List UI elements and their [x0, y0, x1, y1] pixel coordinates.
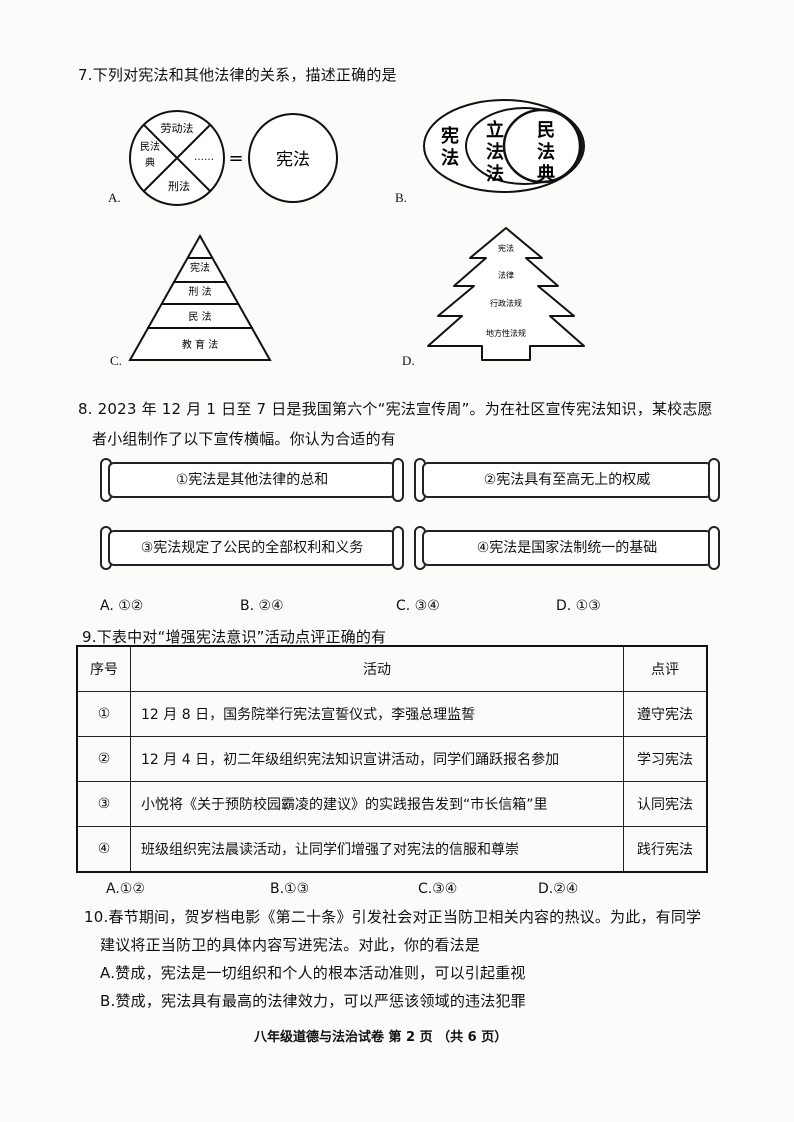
b-middle-1: 立	[486, 119, 504, 141]
criminal-law-label: 刑法	[168, 179, 190, 193]
q7-a-diagram: 劳动法 民法 典 …… 刑法 = 宪法	[129, 110, 338, 206]
row-comment: 践行宪法	[623, 826, 708, 873]
b-inner-2: 法	[537, 141, 555, 163]
banner-2-text: ②宪法具有至高无上的权威	[483, 472, 651, 488]
row-number: ②	[76, 736, 131, 782]
banner-2: ②宪法具有至高无上的权威	[414, 458, 720, 502]
banner-4: ④宪法是国家法制统一的基础	[414, 526, 720, 570]
q9-option-b[interactable]: B.①③	[270, 881, 310, 897]
q8-option-c[interactable]: C. ③④	[396, 598, 440, 614]
row-comment: 认同宪法	[623, 781, 708, 827]
b-middle-3: 法	[486, 163, 504, 185]
q9-activity-table: 序号 活动 点评 ① 12 月 8 日，国务院举行宪法宣誓仪式，李强总理监誓 遵…	[76, 645, 708, 873]
row-number: ④	[76, 826, 131, 873]
row-number: ①	[76, 691, 131, 737]
q7-option-b-label: B.	[395, 190, 407, 205]
header-comment: 点评	[623, 645, 708, 692]
q9-stem: 9.下表中对“增强宪法意识”活动点评正确的有	[82, 628, 387, 646]
q7-option-c-label: C.	[110, 353, 122, 368]
table-row: ④ 班级组织宪法晨读活动，让同学们增强了对宪法的信服和尊崇 践行宪法	[76, 826, 708, 873]
q8-stem-line1: 8. 2023 年 12 月 1 日至 7 日是我国第六个“宪法宣传周”。为在社…	[78, 400, 713, 418]
q10-stem-line2: 建议将正当防卫的具体内容写进宪法。对此，你的看法是	[100, 936, 481, 954]
row-number: ③	[76, 781, 131, 827]
header-activity: 活动	[130, 645, 624, 692]
row-activity: 班级组织宪法晨读活动，让同学们增强了对宪法的信服和尊崇	[130, 826, 624, 873]
b-outer-2: 法	[441, 147, 459, 169]
b-inner-1: 民	[537, 120, 555, 141]
pyramid-level-4: 教 育 法	[182, 338, 218, 351]
q7-b-diagram: 宪 法 立 法 法 民 法 典	[423, 99, 585, 193]
b-middle-2: 法	[486, 141, 504, 163]
row-comment: 遵守宪法	[623, 691, 708, 737]
table-row: ② 12 月 4 日，初二年级组织宪法知识宣讲活动，同学们踊跃报名参加 学习宪法	[76, 736, 708, 782]
constitution-label: 宪法	[276, 150, 310, 170]
q9-option-a[interactable]: A.①②	[106, 881, 145, 897]
q10-option-a[interactable]: A.赞成，宪法是一切组织和个人的根本活动准则，可以引起重视	[100, 964, 526, 982]
banner-3-text: ③宪法规定了公民的全部权利和义务	[140, 540, 364, 556]
q7-c-pyramid: 宪法 刑 法 民 法 教 育 法	[128, 233, 272, 361]
q9-option-d[interactable]: D.②④	[538, 881, 579, 897]
q8-option-a[interactable]: A. ①②	[100, 598, 144, 614]
q7-option-a-label: A.	[108, 190, 121, 205]
banner-4-text: ④宪法是国家法制统一的基础	[476, 540, 658, 556]
row-activity: 12 月 8 日，国务院举行宪法宣誓仪式，李强总理监誓	[130, 691, 624, 737]
page-footer: 八年级道德与法治试卷 第 2 页 （共 6 页）	[254, 1030, 508, 1045]
row-activity: 小悦将《关于预防校园霸凌的建议》的实践报告发到“市长信箱”里	[130, 781, 624, 827]
civil-code-label-1: 民法	[140, 140, 160, 153]
q7-d-tree: 宪法 法律 行政法规 地方性法规	[427, 227, 585, 361]
row-activity: 12 月 4 日，初二年级组织宪法知识宣讲活动，同学们踊跃报名参加	[130, 736, 624, 782]
table-header-row: 序号 活动 点评	[76, 645, 708, 692]
q7-stem: 7.下列对宪法和其他法律的关系，描述正确的是	[78, 66, 397, 84]
q8-option-b[interactable]: B. ②④	[240, 598, 284, 614]
pyramid-level-3: 民 法	[188, 310, 211, 323]
pyramid-level-1: 宪法	[190, 261, 210, 274]
pyramid-level-2: 刑 法	[188, 285, 211, 298]
q7-option-d-label: D.	[402, 353, 415, 368]
table-row: ③ 小悦将《关于预防校园霸凌的建议》的实践报告发到“市长信箱”里 认同宪法	[76, 781, 708, 827]
b-inner-3: 典	[537, 163, 555, 185]
q8-option-d[interactable]: D. ①③	[556, 598, 601, 614]
tree-level-3: 行政法规	[490, 298, 522, 308]
q10-stem-line1: 10.春节期间，贺岁档电影《第二十条》引发社会对正当防卫相关内容的热议。为此，有…	[84, 908, 702, 926]
equals-sign: =	[228, 148, 243, 169]
dots-label: ……	[194, 152, 214, 163]
tree-level-4: 地方性法规	[486, 328, 526, 338]
banner-3: ③宪法规定了公民的全部权利和义务	[100, 526, 404, 570]
q10-option-b[interactable]: B.赞成，宪法具有最高的法律效力，可以严惩该领域的违法犯罪	[100, 992, 526, 1010]
q9-option-c[interactable]: C.③④	[418, 881, 458, 897]
q8-stem-line2: 者小组制作了以下宣传横幅。你认为合适的有	[92, 430, 397, 448]
table-row: ① 12 月 8 日，国务院举行宪法宣誓仪式，李强总理监誓 遵守宪法	[76, 691, 708, 737]
banner-1: ①宪法是其他法律的总和	[100, 458, 404, 502]
banner-1-text: ①宪法是其他法律的总和	[175, 472, 329, 488]
b-outer-1: 宪	[441, 125, 459, 147]
row-comment: 学习宪法	[623, 736, 708, 782]
tree-level-1: 宪法	[498, 243, 514, 253]
tree-level-2: 法律	[498, 270, 514, 280]
labor-law-label: 劳动法	[161, 121, 194, 135]
header-number: 序号	[76, 645, 131, 692]
civil-code-label-2: 典	[145, 156, 155, 169]
